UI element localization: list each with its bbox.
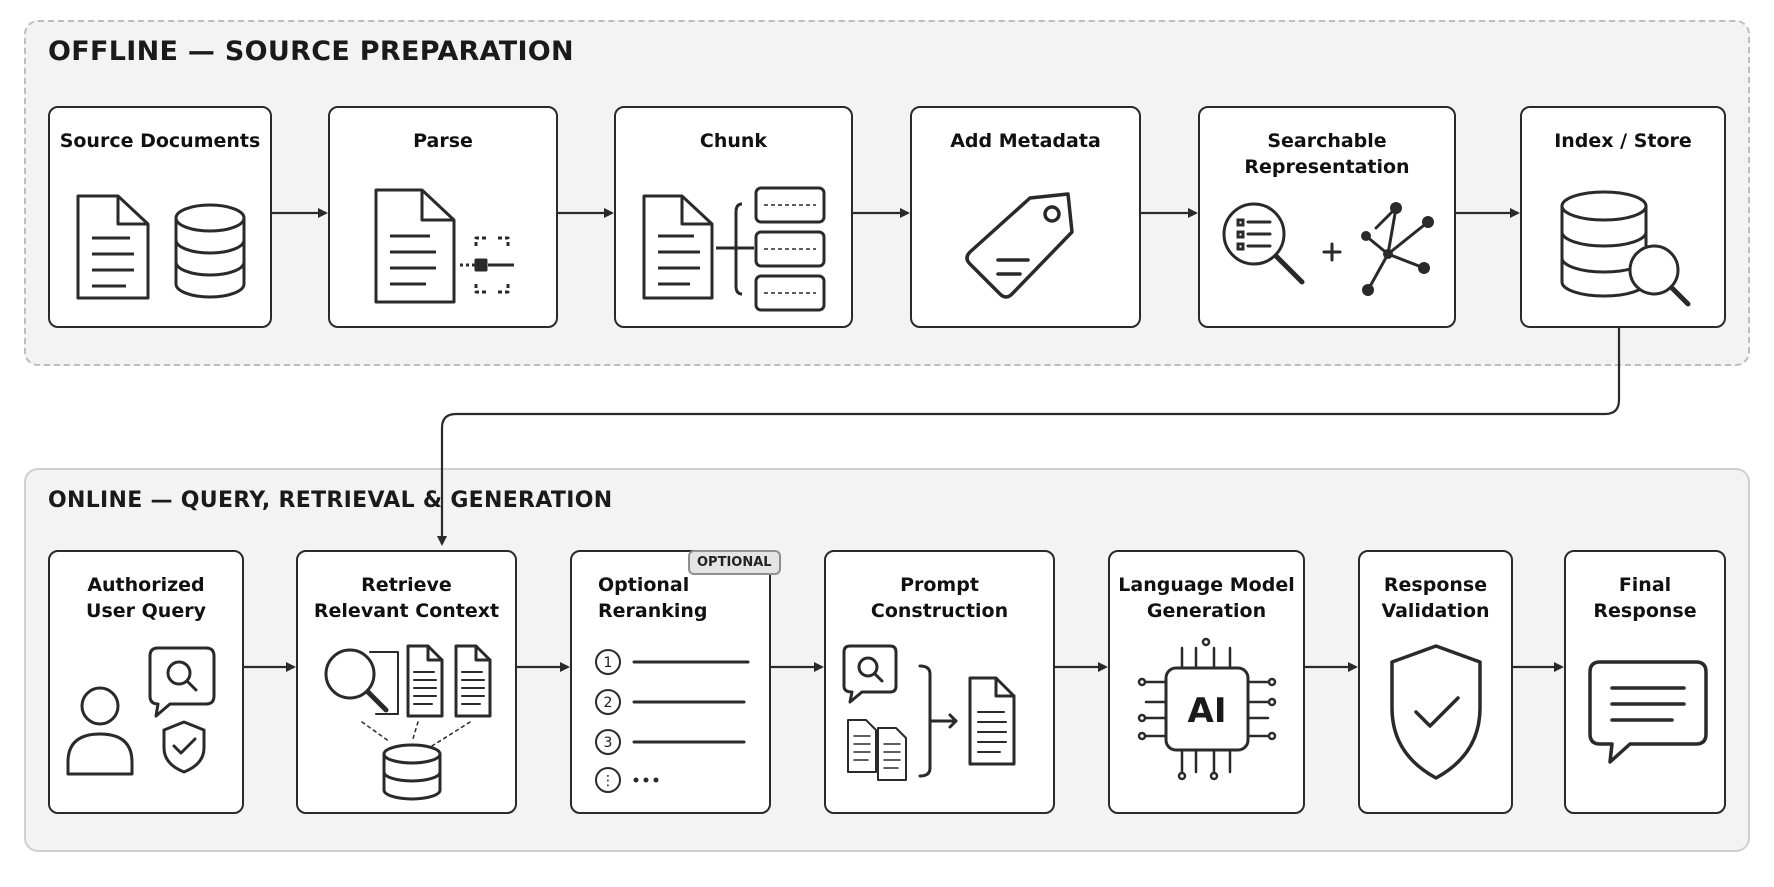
offline-section: OFFLINE — SOURCE PREPARATION	[24, 20, 1750, 366]
rank-number-3: 3	[604, 735, 613, 751]
user-query-icon	[66, 646, 216, 776]
step-label: Add Metadata	[950, 130, 1101, 152]
step-optional-reranking: Optional Reranking 1 2 3 ⋮	[570, 550, 771, 814]
rank-more: ⋮	[601, 773, 615, 789]
ranked-list-icon: 1 2 3 ⋮	[595, 649, 750, 793]
step-label: Optional Reranking	[598, 574, 708, 622]
shield-check-icon	[1390, 644, 1482, 780]
prompt-assembly-icon	[842, 644, 1016, 781]
retrieve-context-icon	[324, 644, 492, 801]
step-label: Source Documents	[59, 130, 261, 152]
optional-badge: OPTIONAL	[688, 550, 781, 575]
step-add-metadata: Add Metadata	[910, 106, 1141, 328]
step-authorized-user-query: Authorized User Query	[48, 550, 244, 814]
step-label: Searchable Representation	[1244, 130, 1410, 178]
step-source-documents: Source Documents	[48, 106, 272, 328]
step-response-validation: Response Validation	[1358, 550, 1513, 814]
step-retrieve-relevant-context: Retrieve Relevant Context	[296, 550, 517, 814]
step-label: Language Model Generation	[1118, 574, 1295, 622]
step-final-response: Final Response	[1564, 550, 1726, 814]
database-search-icon	[1560, 190, 1691, 307]
online-section-title: ONLINE — QUERY, RETRIEVAL & GENERATION	[48, 488, 613, 513]
document-database-icon	[76, 194, 246, 300]
step-label: Parse	[413, 130, 473, 152]
step-label: Response Validation	[1381, 574, 1490, 622]
ai-chip-icon: AI	[1137, 637, 1277, 781]
step-label: Chunk	[699, 130, 768, 152]
step-prompt-construction: Prompt Construction	[824, 550, 1055, 814]
rank-number-2: 2	[604, 695, 613, 711]
tag-icon	[965, 192, 1074, 299]
step-label: Final Response	[1593, 574, 1697, 622]
parse-document-icon	[374, 188, 514, 304]
rank-number-1: 1	[604, 655, 613, 671]
step-searchable-representation: Searchable Representation	[1198, 106, 1456, 328]
step-parse: Parse	[328, 106, 558, 328]
step-label: Index / Store	[1554, 130, 1692, 152]
step-language-model-generation: Language Model Generation AI	[1108, 550, 1305, 814]
chat-response-icon	[1588, 660, 1708, 764]
step-index-store: Index / Store	[1520, 106, 1726, 328]
ai-chip-text: AI	[1188, 691, 1227, 731]
step-label: Retrieve Relevant Context	[313, 574, 500, 622]
chunk-split-icon	[642, 186, 826, 312]
step-label: Prompt Construction	[870, 574, 1009, 622]
offline-section-title: OFFLINE — SOURCE PREPARATION	[48, 36, 574, 67]
step-label: Authorized User Query	[86, 574, 206, 622]
step-chunk: Chunk	[614, 106, 853, 328]
search-plus-graph-icon	[1222, 202, 1434, 296]
